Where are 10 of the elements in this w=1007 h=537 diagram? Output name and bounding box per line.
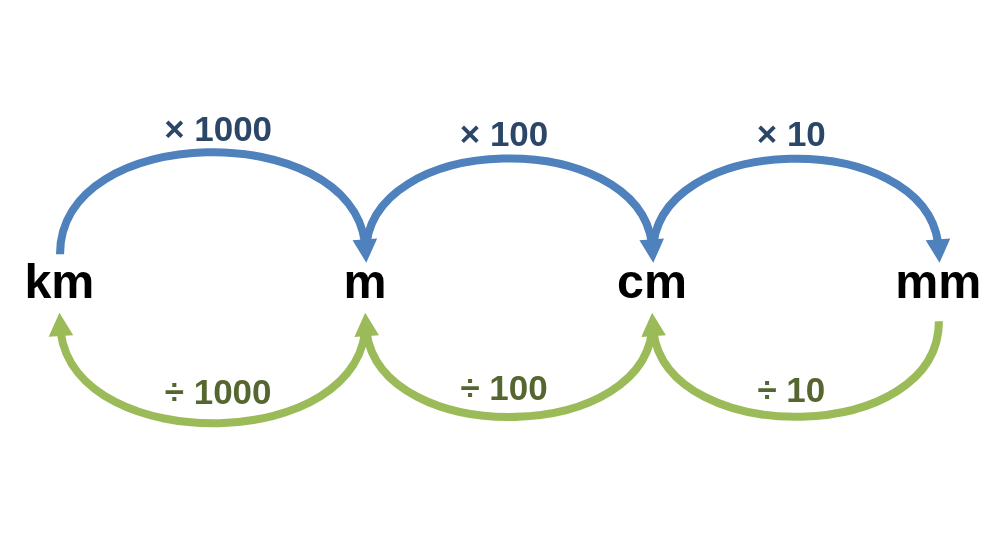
edge-label: × 1000: [164, 108, 272, 148]
edge-label: × 10: [756, 113, 826, 153]
edge-label: ÷ 1000: [164, 371, 272, 411]
node-text: km: [24, 253, 95, 308]
edge-label: ÷ 10: [757, 369, 826, 409]
node-text: mm: [895, 253, 982, 308]
edge-label: × 100: [459, 113, 549, 153]
node-text: m: [343, 253, 387, 308]
node-text: cm: [617, 253, 687, 308]
edge-label: ÷ 100: [460, 367, 548, 407]
